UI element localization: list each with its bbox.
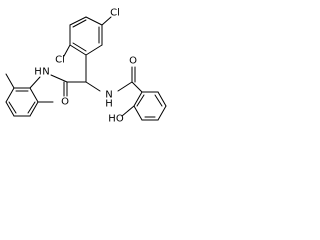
atom-labels: Cl Cl N H O N H O HO	[34, 8, 137, 125]
atom-label-chlorine-top: Cl	[110, 8, 120, 19]
atom-label-amide-hydrogen-left: H	[34, 67, 42, 78]
atom-label-hydroxyl: HO	[108, 114, 124, 125]
atom-label-amide-oxygen-right: O	[129, 56, 137, 67]
atom-label-chlorine-ortho: Cl	[55, 55, 65, 66]
chemical-structure-diagram: Cl Cl N H O N H O HO	[5, 8, 167, 125]
atom-label-amide-nitrogen-left: N	[42, 67, 49, 78]
atom-label-amide-hydrogen-right: H	[105, 99, 113, 110]
bond-lines	[5, 16, 167, 121]
atom-label-amide-nitrogen-right: N	[105, 90, 112, 101]
atom-label-amide-oxygen-left: O	[61, 97, 69, 108]
